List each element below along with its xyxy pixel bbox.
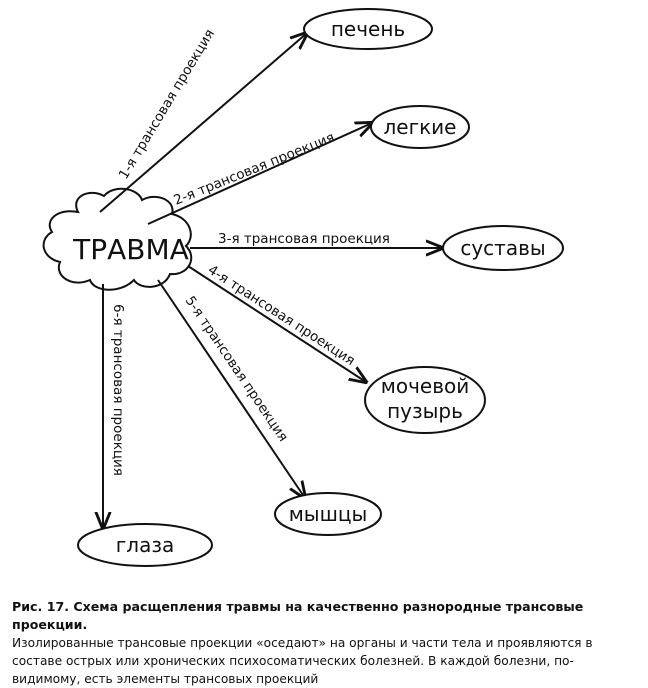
caption-body: Изолированные трансовые проекции «оседаю…: [12, 636, 593, 686]
node-bladder-label-2: пузырь: [387, 399, 463, 423]
edge-2-line: [147, 123, 372, 225]
node-bladder-ellipse: [364, 366, 486, 434]
edge-6-label: 6-я трансовая проекция: [110, 304, 126, 476]
node-lungs-ellipse: [370, 105, 470, 149]
edge-4-line: [187, 265, 366, 382]
node-eyes-label: глаза: [116, 533, 174, 557]
edge-1-line: [99, 33, 307, 213]
node-liver-ellipse: [303, 8, 433, 50]
node-joints-ellipse: [442, 225, 564, 271]
node-liver-label: печень: [331, 17, 405, 41]
trauma-cloud: [42, 187, 193, 291]
trauma-projection-diagram: ТРАВМА 1-я трансовая проекция 2-я трансо…: [42, 8, 564, 567]
node-eyes-ellipse: [77, 523, 213, 567]
node-bladder-label-1: мочевой: [381, 374, 469, 398]
edge-2-label: 2-я трансовая проекция: [172, 129, 337, 208]
edge-5-line: [157, 279, 305, 498]
node-muscles-ellipse: [274, 492, 382, 536]
edge-3-label: 3-я трансовая проекция: [218, 231, 390, 247]
node-joints-label: суставы: [460, 236, 545, 260]
trauma-label: ТРАВМА: [72, 233, 189, 266]
node-muscles-label: мышцы: [289, 502, 368, 526]
edge-1-label: 1-я трансовая проекция: [116, 26, 218, 182]
node-lungs-label: легкие: [384, 115, 457, 139]
caption-title: Рис. 17. Схема расщепления травмы на кач…: [12, 599, 584, 632]
figure-caption: Рис. 17. Схема расщепления травмы на кач…: [12, 598, 642, 688]
